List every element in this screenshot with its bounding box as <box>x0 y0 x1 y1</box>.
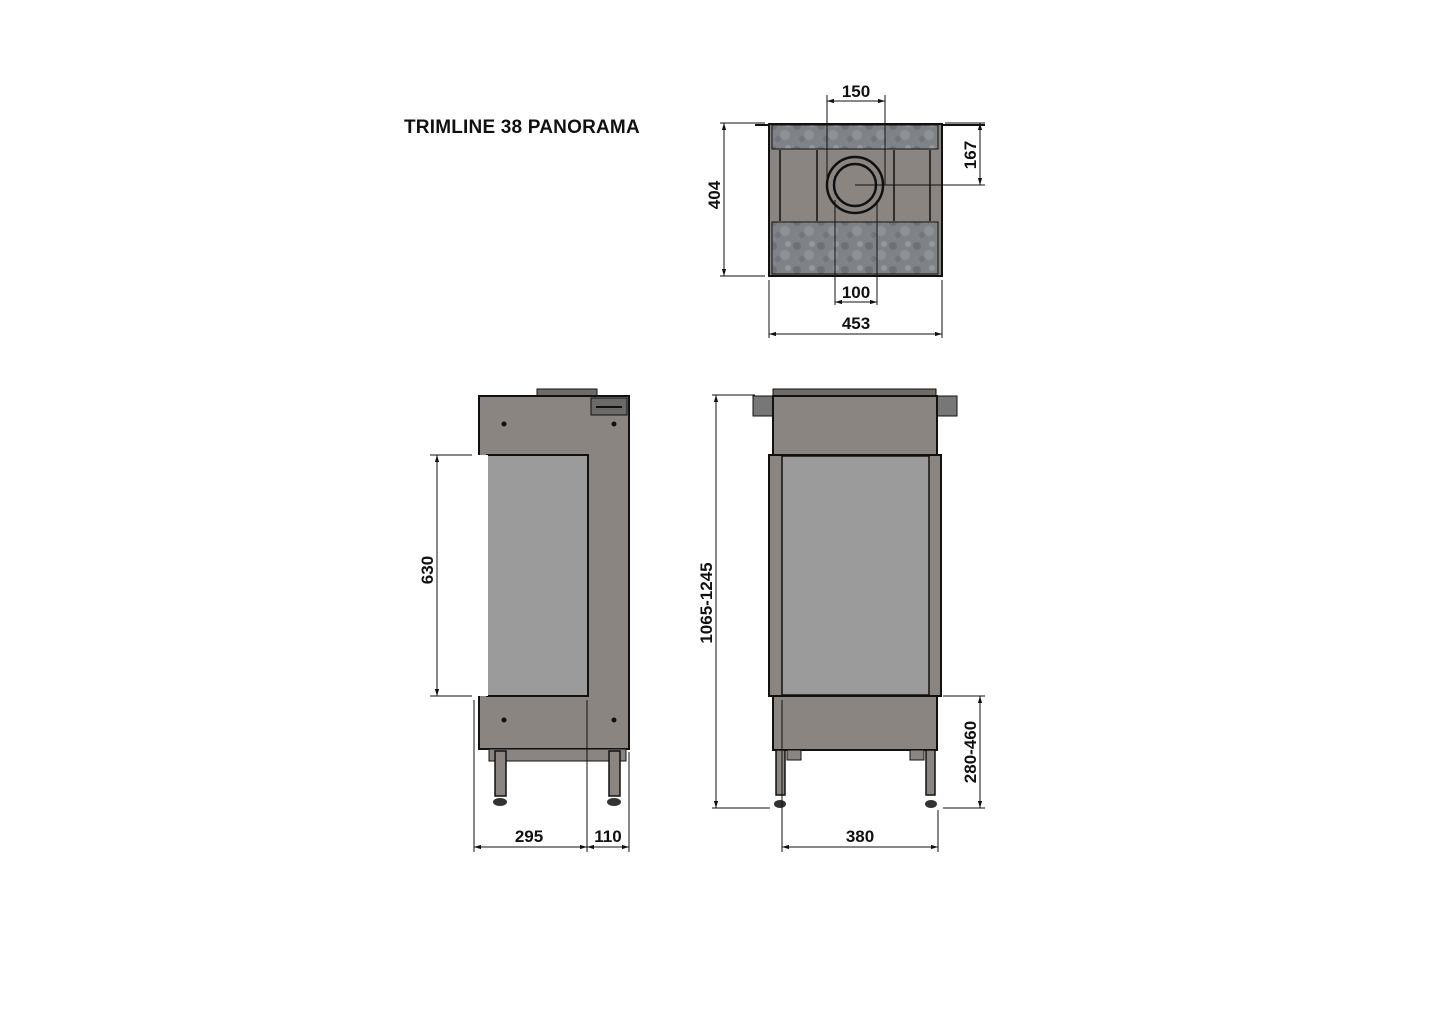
drawing-title: TRIMLINE 38 PANORAMA <box>404 117 640 138</box>
side-glass <box>486 454 589 697</box>
dim-base-height: 280-460 <box>961 721 980 783</box>
dim-depth: 404 <box>705 180 724 209</box>
dim-front-width: 380 <box>846 827 874 846</box>
bracket-right <box>936 395 958 417</box>
dim-glass-height: 630 <box>418 556 437 584</box>
front-view: 1065-1245 280-460 380 <box>697 388 985 852</box>
top-view: 150 100 404 167 453 <box>705 82 985 338</box>
front-glass <box>781 455 930 696</box>
dim-width: 453 <box>842 314 870 333</box>
dim-depth-front: 295 <box>515 827 543 846</box>
dim-flue-inner: 100 <box>842 283 870 302</box>
bracket-left <box>752 395 774 417</box>
side-view: 630 295 110 <box>418 388 630 852</box>
dim-flue-outer: 150 <box>842 82 870 101</box>
dim-flue-offset: 167 <box>961 141 980 169</box>
dim-depth-rear: 110 <box>594 827 621 846</box>
dim-total-height: 1065-1245 <box>697 562 716 643</box>
